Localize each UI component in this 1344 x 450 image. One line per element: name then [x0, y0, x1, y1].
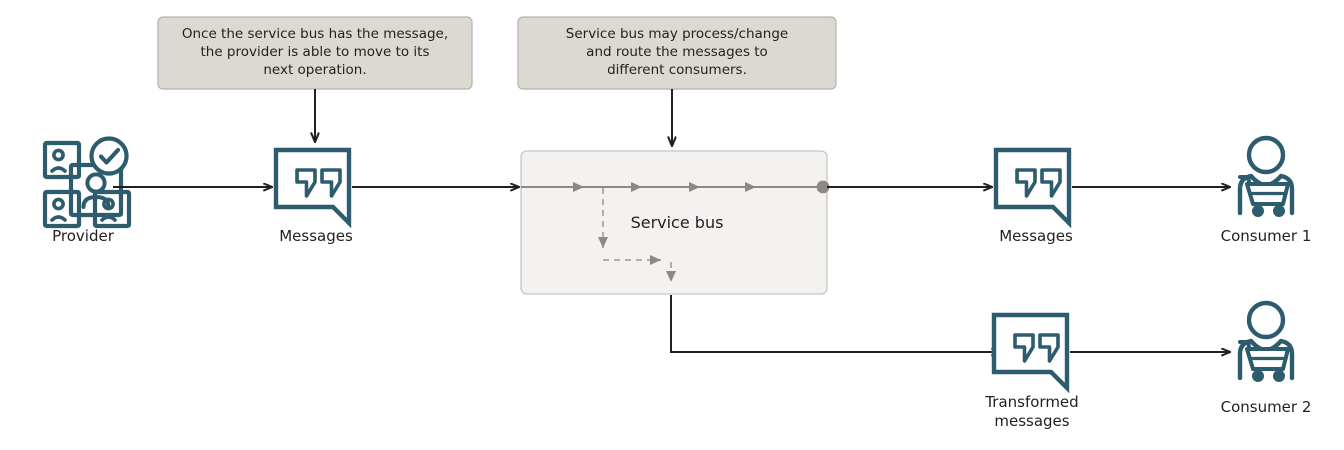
node-consumer-1-label: Consumer 1 — [1221, 227, 1312, 245]
callout-provider: Once the service bus has the message, th… — [157, 16, 473, 142]
people-group-check-icon — [42, 136, 132, 229]
speech-bubble-quote-icon — [273, 147, 352, 229]
callout-bus-line-3: different consumers. — [607, 62, 747, 78]
callout-bus: Service bus may process/change and route… — [517, 16, 837, 146]
person-cart-icon — [1237, 135, 1295, 217]
node-transformed-messages-label-line1: Transformed — [984, 393, 1078, 411]
speech-bubble-quote-icon — [993, 147, 1072, 229]
callout-provider-line-2: the provider is able to move to its — [200, 44, 429, 60]
node-provider[interactable]: Provider — [42, 136, 132, 246]
callout-bus-line-1: Service bus may process/change — [566, 26, 788, 42]
callout-bus-line-2: and route the messages to — [586, 44, 768, 60]
node-transformed-messages[interactable]: Transformed messages — [984, 312, 1079, 430]
node-consumer-2-label: Consumer 2 — [1221, 398, 1312, 416]
service-bus-label: Service bus — [631, 213, 724, 232]
node-messages-1[interactable]: Messages — [273, 147, 353, 245]
node-messages-2[interactable]: Messages — [993, 147, 1073, 245]
connector-bus-to-transformed — [670, 295, 1000, 352]
service-bus-flow-arrows — [521, 180, 830, 282]
node-messages-1-label: Messages — [279, 227, 353, 245]
node-transformed-messages-label-line2: messages — [994, 412, 1069, 430]
node-provider-label: Provider — [52, 227, 115, 245]
speech-bubble-quote-icon — [991, 312, 1070, 394]
person-cart-icon — [1237, 300, 1295, 382]
node-consumer-1[interactable]: Consumer 1 — [1221, 135, 1312, 245]
node-consumer-2[interactable]: Consumer 2 — [1221, 300, 1312, 416]
callout-provider-line-1: Once the service bus has the message, — [182, 26, 448, 42]
callout-provider-line-3: next operation. — [263, 62, 366, 78]
node-messages-2-label: Messages — [999, 227, 1073, 245]
node-service-bus[interactable]: Service bus — [520, 150, 830, 295]
callout-bus-box — [517, 16, 837, 90]
